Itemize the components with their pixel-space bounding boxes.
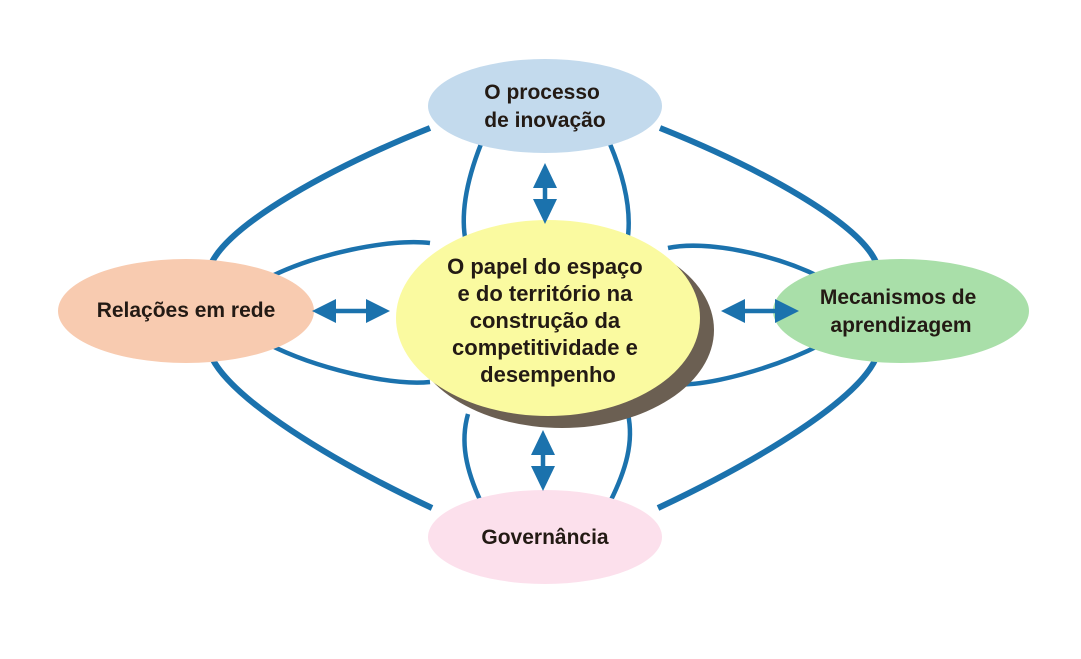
left-node-label: Relações em rede bbox=[97, 299, 276, 322]
bottom-node-shape[interactable] bbox=[428, 490, 662, 584]
bottom-node[interactable]: Governância bbox=[428, 490, 662, 584]
outer-ring-group bbox=[209, 125, 879, 511]
arrow-right-center-head-left bbox=[721, 299, 745, 323]
center-node-line-5: desempenho bbox=[480, 362, 616, 387]
arrow-left-center-head-left bbox=[312, 299, 336, 323]
bottom-node-label: Governância bbox=[481, 526, 609, 549]
spoke-curve-left-lower bbox=[266, 341, 431, 385]
top-node-line-1: O processo bbox=[484, 81, 600, 104]
center-node-line-1: O papel do espaço bbox=[447, 254, 643, 279]
ring-arc-bottom-right bbox=[656, 356, 879, 511]
spoke-curve-bottom-left bbox=[462, 413, 484, 503]
top-node-label: O processo de inovação bbox=[484, 81, 605, 132]
arrow-bottom-center-head-up bbox=[531, 430, 555, 455]
arrow-bottom-center bbox=[531, 430, 555, 491]
spoke-curve-top-left bbox=[461, 143, 484, 244]
arrow-left-center-head-right bbox=[366, 299, 390, 323]
center-node-label: O papel do espaço e do território na con… bbox=[447, 254, 649, 387]
ring-arc-top-right bbox=[658, 125, 879, 264]
arrow-left-center bbox=[312, 299, 390, 323]
spoke-curve-bottom-right bbox=[607, 413, 633, 504]
arrow-right-center-head-right bbox=[775, 299, 799, 323]
left-node[interactable]: Relações em rede bbox=[58, 259, 314, 363]
arrow-top-center-head-down bbox=[533, 199, 557, 224]
spoke-curve-right-upper bbox=[667, 243, 824, 281]
center-node-line-2: e do território na bbox=[458, 281, 634, 306]
ring-arc-bottom-left bbox=[209, 356, 434, 511]
top-node-shape[interactable] bbox=[428, 59, 662, 153]
center-node-shape[interactable] bbox=[396, 220, 700, 416]
spoke-curve-top-right bbox=[607, 143, 631, 244]
arrow-top-center-head-up bbox=[533, 163, 557, 188]
top-node-line-2: de inovação bbox=[484, 109, 605, 132]
right-node-line-1: Mecanismos de bbox=[820, 286, 976, 309]
center-node[interactable]: O papel do espaço e do território na con… bbox=[396, 220, 700, 416]
right-node-shape[interactable] bbox=[773, 259, 1029, 363]
left-node-line-1: Relações em rede bbox=[97, 299, 276, 322]
arrow-top-center bbox=[533, 163, 557, 224]
arrow-bottom-center-head-down bbox=[531, 466, 555, 491]
top-node[interactable]: O processo de inovação bbox=[428, 59, 662, 153]
left-node-shape[interactable] bbox=[58, 259, 314, 363]
right-node-label: Mecanismos de aprendizagem bbox=[820, 286, 982, 337]
center-node-line-4: competitividade e bbox=[452, 335, 638, 360]
center-node-line-3: construção da bbox=[470, 308, 621, 333]
arrow-right-center bbox=[721, 299, 799, 323]
spoke-curve-left-upper bbox=[266, 239, 431, 281]
bottom-node-line-1: Governância bbox=[481, 526, 609, 549]
ring-arc-top-left bbox=[209, 125, 432, 264]
right-node-line-2: aprendizagem bbox=[830, 314, 971, 337]
right-node[interactable]: Mecanismos de aprendizagem bbox=[773, 259, 1029, 363]
